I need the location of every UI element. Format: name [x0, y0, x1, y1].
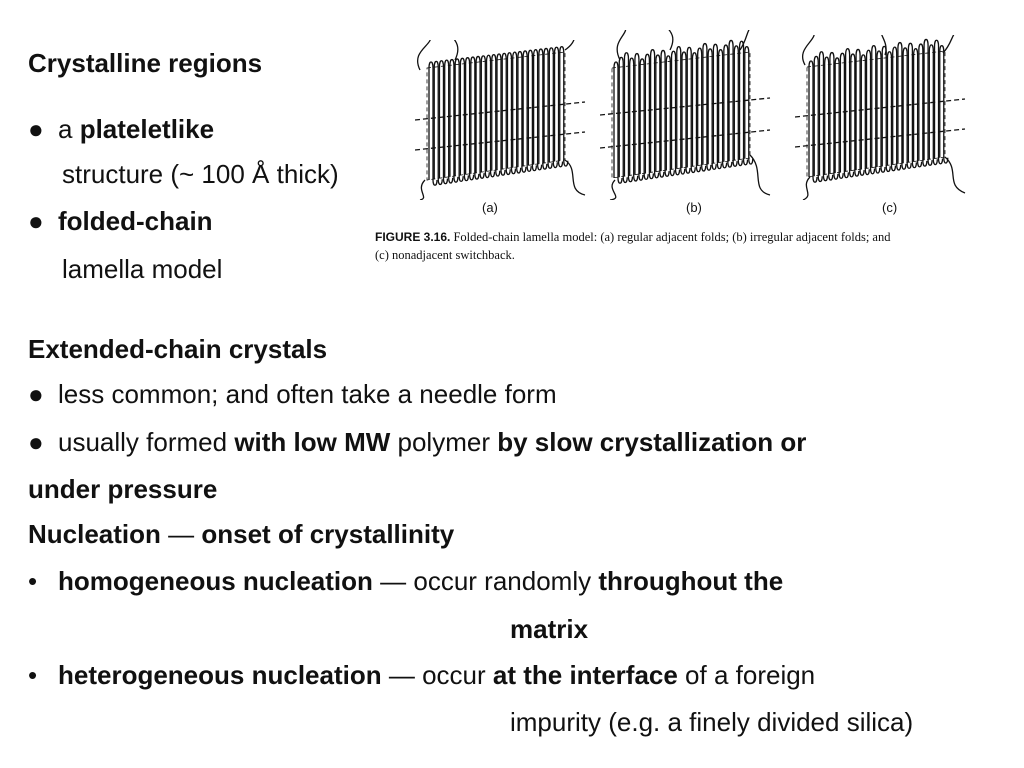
figure-caption: FIGURE 3.16. Folded-chain lamella model:… [375, 228, 1015, 264]
bullet-folded-chain: ●folded-chain [28, 206, 213, 236]
figure-caption-line2: (c) nonadjacent switchback. [375, 248, 515, 262]
crystalline-regions-heading: Crystalline regions [28, 48, 263, 78]
extended-chain-heading: Extended-chain crystals [28, 334, 328, 364]
bullet-dot: ● [28, 427, 44, 457]
figure-label-c: (c) [882, 200, 898, 215]
heterogeneous-nucleation-item: •heterogeneous nucleation — occur at the… [28, 660, 816, 690]
bullet-dot: ● [28, 379, 44, 409]
figure-caption-line1: Folded-chain lamella model: (a) regular … [453, 230, 891, 244]
figure-label-a: (a) [482, 200, 498, 215]
bullet-dot: ● [28, 206, 44, 236]
figure-caption-label: FIGURE 3.16. [375, 230, 451, 244]
bullet-plateletlike: ●a plateletlike [28, 114, 215, 144]
figure-label-b: (b) [686, 200, 702, 215]
bullet-usually-formed-line2: under pressure [28, 474, 218, 504]
lamella-figure-a [415, 40, 586, 200]
bullet-dot: • [28, 660, 38, 690]
bullet-less-common: ●less common; and often take a needle fo… [28, 379, 557, 409]
bullet-dot: ● [28, 114, 44, 144]
lamella-figure-c [795, 35, 966, 200]
lamella-figure-b [600, 30, 771, 200]
heterogeneous-nucleation-line2: impurity (e.g. a finely divided silica) [510, 707, 914, 737]
homogeneous-nucleation-line2: matrix [510, 614, 589, 644]
homogeneous-nucleation-item: •homogeneous nucleation — occur randomly… [28, 566, 784, 596]
bullet-folded-chain-line2: lamella model [62, 254, 223, 284]
nucleation-heading: Nucleation — onset of crystallinity [28, 519, 455, 549]
bullet-usually-formed: ●usually formed with low MW polymer by s… [28, 427, 807, 457]
bullet-plateletlike-line2: structure (~ 100 Å thick) [62, 159, 339, 189]
bullet-dot: • [28, 566, 38, 596]
